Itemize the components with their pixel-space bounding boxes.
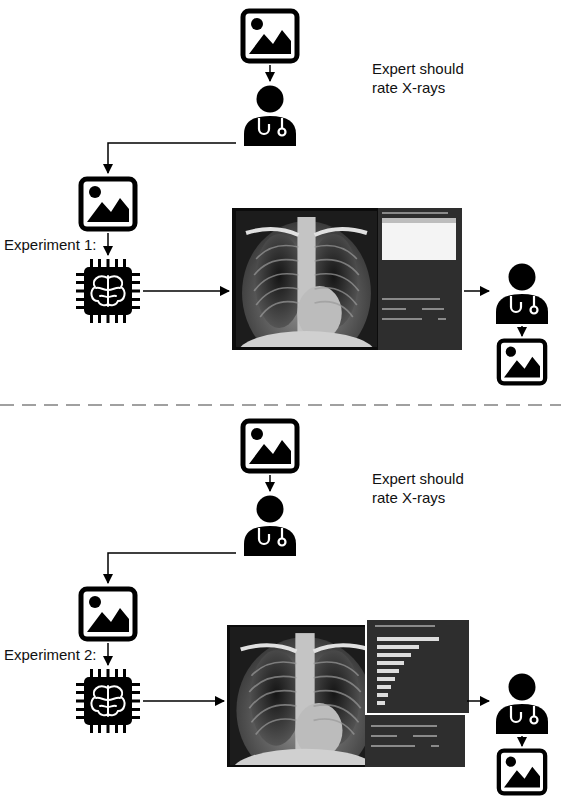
flow-arrow <box>467 700 489 702</box>
doctor-icon <box>244 86 296 147</box>
xray-screenshot <box>232 208 462 375</box>
image-icon <box>499 751 545 794</box>
flow-arrow <box>464 290 489 292</box>
doctor-icon <box>244 496 296 557</box>
doctor-icon <box>496 674 548 735</box>
ai-chip-icon <box>76 669 140 733</box>
flow-arrow <box>521 326 523 336</box>
flow-arrow <box>108 143 236 173</box>
flow-arrow <box>107 643 109 665</box>
instruction-text: Expert should rate X-rays <box>372 60 490 98</box>
flow-arrow <box>107 233 109 255</box>
separator-line <box>0 404 561 406</box>
instruction-text: Expert should rate X-rays <box>372 470 490 508</box>
image-icon <box>499 341 545 384</box>
flow-arrow <box>269 475 271 491</box>
experiment-label: Experiment 2: <box>4 646 97 665</box>
doctor-icon <box>496 264 548 325</box>
image-icon <box>81 179 135 229</box>
flow-arrow <box>143 700 224 702</box>
image-icon <box>243 421 297 471</box>
experiment-2-figure <box>76 421 548 793</box>
image-icon <box>243 11 297 61</box>
experiment-label: Experiment 1: <box>4 236 97 255</box>
image-icon <box>81 589 135 639</box>
ai-chip-icon <box>76 259 140 323</box>
flow-arrow <box>269 65 271 81</box>
flow-arrow <box>521 736 523 746</box>
flow-arrow <box>108 553 236 583</box>
experiment-1-figure <box>76 11 548 383</box>
xray-screenshot-with-explanation <box>227 619 470 793</box>
flow-arrow <box>143 290 229 292</box>
